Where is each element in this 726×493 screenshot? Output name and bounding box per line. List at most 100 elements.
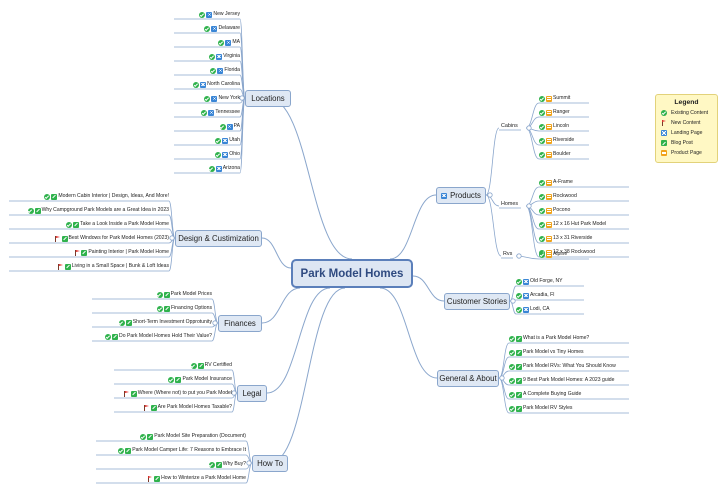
- blog-post-icon: [661, 140, 667, 146]
- howto-leaf[interactable]: How to Winterize a Park Model Home: [96, 474, 246, 483]
- locations-leaf[interactable]: Utah: [174, 136, 240, 145]
- check-circle-icon: [539, 235, 545, 242]
- leaf-label: Arcadia, Fl: [530, 292, 555, 298]
- locations-leaf[interactable]: Tennessee: [174, 108, 240, 117]
- cabins-collapse-toggle: [526, 125, 532, 131]
- check-circle-icon: [509, 377, 515, 384]
- flag-icon: [144, 404, 150, 411]
- check-circle-icon: [204, 25, 211, 32]
- check-circle-icon: [509, 349, 515, 356]
- product-page-icon: [546, 109, 552, 116]
- cabins-leaf-connector: [525, 102, 540, 129]
- subtopic-cabins[interactable]: Cabins: [501, 123, 518, 129]
- general-leaf[interactable]: What is a Park Model Home?: [509, 334, 629, 343]
- finances-leaf[interactable]: Do Park Model Homes Hold Their Value?: [92, 332, 212, 341]
- general-leaf[interactable]: Park Model RVs: What You Should Know: [509, 362, 629, 371]
- subtopic-homes[interactable]: Homes: [501, 201, 519, 207]
- finances-leaf[interactable]: Financing Options: [92, 304, 212, 313]
- flag-icon: [74, 249, 80, 256]
- locations-leaf[interactable]: New Jersey: [174, 10, 240, 19]
- howto-collapse-toggle: [246, 460, 252, 466]
- design-leaf[interactable]: Modern Cabin Interior | Design, Ideas, A…: [9, 192, 169, 201]
- homes-leaf[interactable]: 12 x 16 Hut Park Model: [539, 220, 629, 229]
- leaf-label: 13 x 31 Riverside: [553, 235, 593, 241]
- topic-customer-stories[interactable]: Customer Stories: [444, 293, 510, 310]
- locations-leaf[interactable]: Florida: [174, 66, 240, 75]
- cabins-leaf[interactable]: Riverside: [539, 136, 589, 145]
- design-leaf[interactable]: Best Windows for Park Model Homes (2023): [9, 234, 169, 243]
- general-leaf[interactable]: 9 Best Park Model Homes: A 2023 guide: [509, 376, 629, 385]
- customer_stories-leaf[interactable]: Lodi, CA: [516, 305, 584, 314]
- check-circle-icon: [105, 333, 112, 340]
- check-circle-icon: [208, 461, 215, 468]
- leaf-label: 12 x 38 Rockwood: [553, 249, 595, 255]
- homes-leaf[interactable]: 13 x 31 Riverside: [539, 234, 629, 243]
- topic-finances[interactable]: Finances: [218, 315, 262, 332]
- check-circle-icon: [210, 67, 217, 74]
- locations-leaf[interactable]: MA: [174, 38, 240, 47]
- central-topic[interactable]: Park Model Homes: [291, 259, 413, 288]
- blog-post-icon: [64, 263, 71, 270]
- cabins-leaf[interactable]: Summit: [539, 94, 589, 103]
- subtopic-rvs[interactable]: Rvs: [503, 251, 513, 257]
- finances-leaf[interactable]: Short-Term Investment Opprotunity: [92, 318, 212, 327]
- legal-leaf[interactable]: Park Model Insurance: [114, 375, 232, 384]
- topic-design-customization[interactable]: Design & Custimization: [175, 230, 262, 247]
- legal-collapse-toggle: [231, 390, 237, 396]
- homes-leaf[interactable]: Rockwood: [539, 192, 629, 201]
- customer_stories-leaf[interactable]: Arcadia, Fl: [516, 291, 584, 300]
- cabins-leaf[interactable]: Lincoln: [539, 122, 589, 131]
- legal-leaf[interactable]: RV Certified: [114, 361, 232, 370]
- leaf-label: Park Model vs Tiny Homes: [523, 349, 584, 355]
- design-leaf[interactable]: Painting Interior | Park Model Home: [9, 248, 169, 257]
- howto-leaf[interactable]: Park Model Camper Life: 7 Reasons to Emb…: [96, 446, 246, 455]
- locations-leaf[interactable]: New York: [174, 94, 240, 103]
- legend-item: Product Page: [661, 148, 712, 158]
- landing-page-icon: [523, 306, 529, 313]
- topic-general-about[interactable]: General & About: [437, 370, 499, 387]
- customer_stories-leaf[interactable]: Old Forge, NY: [516, 277, 584, 286]
- product-page-icon: [546, 207, 552, 214]
- cabins-leaf[interactable]: Boulder: [539, 150, 589, 159]
- legal-leaf[interactable]: Where (Where not) to put you Park Model: [114, 389, 232, 398]
- leaf-label: RV Certified: [204, 362, 232, 368]
- landing-page-icon: [222, 137, 229, 144]
- design-leaf[interactable]: Why Campground Park Models are a Great I…: [9, 206, 169, 215]
- topic-locations[interactable]: Locations: [245, 90, 291, 107]
- homes-leaf[interactable]: Pocono: [539, 206, 629, 215]
- howto-leaf[interactable]: Park Model Site Preparation (Document): [96, 432, 246, 441]
- finances-leaf[interactable]: Park Model Prices: [92, 290, 212, 299]
- topic-how-to[interactable]: How To: [252, 455, 288, 472]
- leaf-label: Summit: [553, 95, 571, 101]
- landing-page-icon: [661, 130, 667, 136]
- locations-leaf[interactable]: Ohio: [174, 150, 240, 159]
- howto-leaf[interactable]: Why Buy?: [96, 460, 246, 469]
- locations-leaf[interactable]: North Carolina: [174, 80, 240, 89]
- design-leaf[interactable]: Take a Look Inside a Park Model Home: [9, 220, 169, 229]
- design-leaf[interactable]: Living in a Small Space | Bunk & Loft Id…: [9, 262, 169, 271]
- cabins-leaf[interactable]: Ranger: [539, 108, 589, 117]
- blog-post-icon: [147, 433, 154, 440]
- locations-leaf[interactable]: Delaware: [174, 24, 240, 33]
- rvs-leaf[interactable]: Alpine: [539, 250, 589, 259]
- topic-products[interactable]: Products: [436, 187, 486, 204]
- leaf-label: Park Model RV Styles: [523, 405, 573, 411]
- check-circle-icon: [204, 95, 211, 102]
- general-leaf[interactable]: A Complete Buying Guide: [509, 390, 629, 399]
- blog-post-icon: [516, 349, 522, 356]
- landing-page-icon: [211, 25, 218, 32]
- leaf-label: Are Park Model Homes Taxable?: [157, 404, 232, 410]
- homes-leaf[interactable]: A-Frame: [539, 178, 629, 187]
- locations-leaf[interactable]: Arizona: [174, 164, 240, 173]
- leaf-label: What is a Park Model Home?: [523, 335, 590, 341]
- general-leaf[interactable]: Park Model vs Tiny Homes: [509, 348, 629, 357]
- legal-leaf[interactable]: Are Park Model Homes Taxable?: [114, 403, 232, 412]
- leaf-label: Arizona: [222, 165, 240, 171]
- locations-leaf[interactable]: PA: [174, 122, 240, 131]
- check-circle-icon: [215, 137, 222, 144]
- general-leaf[interactable]: Park Model RV Styles: [509, 404, 629, 413]
- topic-legal[interactable]: Legal: [237, 385, 267, 402]
- locations-leaf[interactable]: Virginia: [174, 52, 240, 61]
